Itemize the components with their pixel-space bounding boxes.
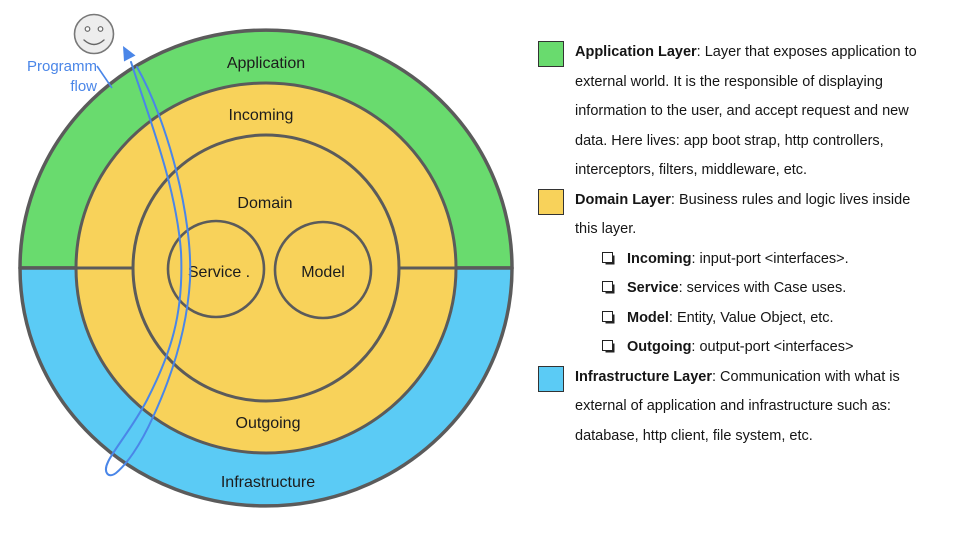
service-circle — [166, 219, 266, 319]
bullet-outgoing: Outgoing: output-port <interfaces> — [538, 333, 938, 363]
model-label: Model — [301, 264, 345, 281]
application-label: Application — [227, 55, 305, 72]
bullet-service: Service: services with Case uses. — [538, 274, 938, 304]
legend-text-application: : Layer that exposes application to exte… — [575, 44, 917, 178]
infrastructure-color-swatch — [538, 365, 564, 392]
architecture-diagram: Application Incoming Domain Service . Mo… — [18, 13, 514, 508]
checkbox-square-icon — [602, 310, 613, 322]
smiley-face-icon — [73, 13, 115, 55]
domain-circle — [131, 133, 401, 403]
domain-color-swatch — [538, 188, 564, 215]
bullet-incoming: Incoming: input-port <interfaces>. — [538, 245, 938, 275]
legend-entry-application: Application Layer: Layer that exposes ap… — [538, 38, 938, 186]
checkbox-square-icon — [602, 340, 613, 351]
model-circle — [273, 220, 373, 320]
infrastructure-label: Infrastructure — [221, 474, 315, 491]
legend-entry-domain: Domain Layer: Business rules and logic l… — [538, 186, 938, 363]
program-flow-arrow-icon — [96, 46, 192, 477]
flow-label-leader-line — [96, 65, 113, 89]
domain-bullet-list: Incoming: input-port <interfaces>. Servi… — [538, 245, 938, 363]
legend-text-infrastructure: : Communication with what is external of… — [575, 368, 900, 444]
service-label: Service . — [188, 264, 250, 281]
outgoing-label: Outgoing — [236, 415, 301, 432]
incoming-label: Incoming — [229, 107, 294, 124]
legend-entry-infrastructure: Infrastructure Layer: Communication with… — [538, 363, 938, 452]
bullet-model: Model: Entity, Value Object, etc. — [538, 304, 938, 334]
domain-label: Domain — [237, 195, 292, 212]
legend-title-domain: Domain Layer — [575, 191, 671, 208]
program-flow-label: Programm flow — [26, 58, 97, 95]
checkbox-square-icon — [602, 281, 613, 292]
legend-title-application: Application Layer — [575, 44, 697, 60]
application-color-swatch — [538, 41, 564, 67]
legend-text-domain: : Business rules and logic lives inside … — [575, 191, 911, 238]
legend-title-infrastructure: Infrastructure Layer — [575, 368, 712, 385]
checkbox-square-icon — [602, 251, 613, 263]
legend: Application Layer: Layer that exposes ap… — [538, 38, 938, 451]
